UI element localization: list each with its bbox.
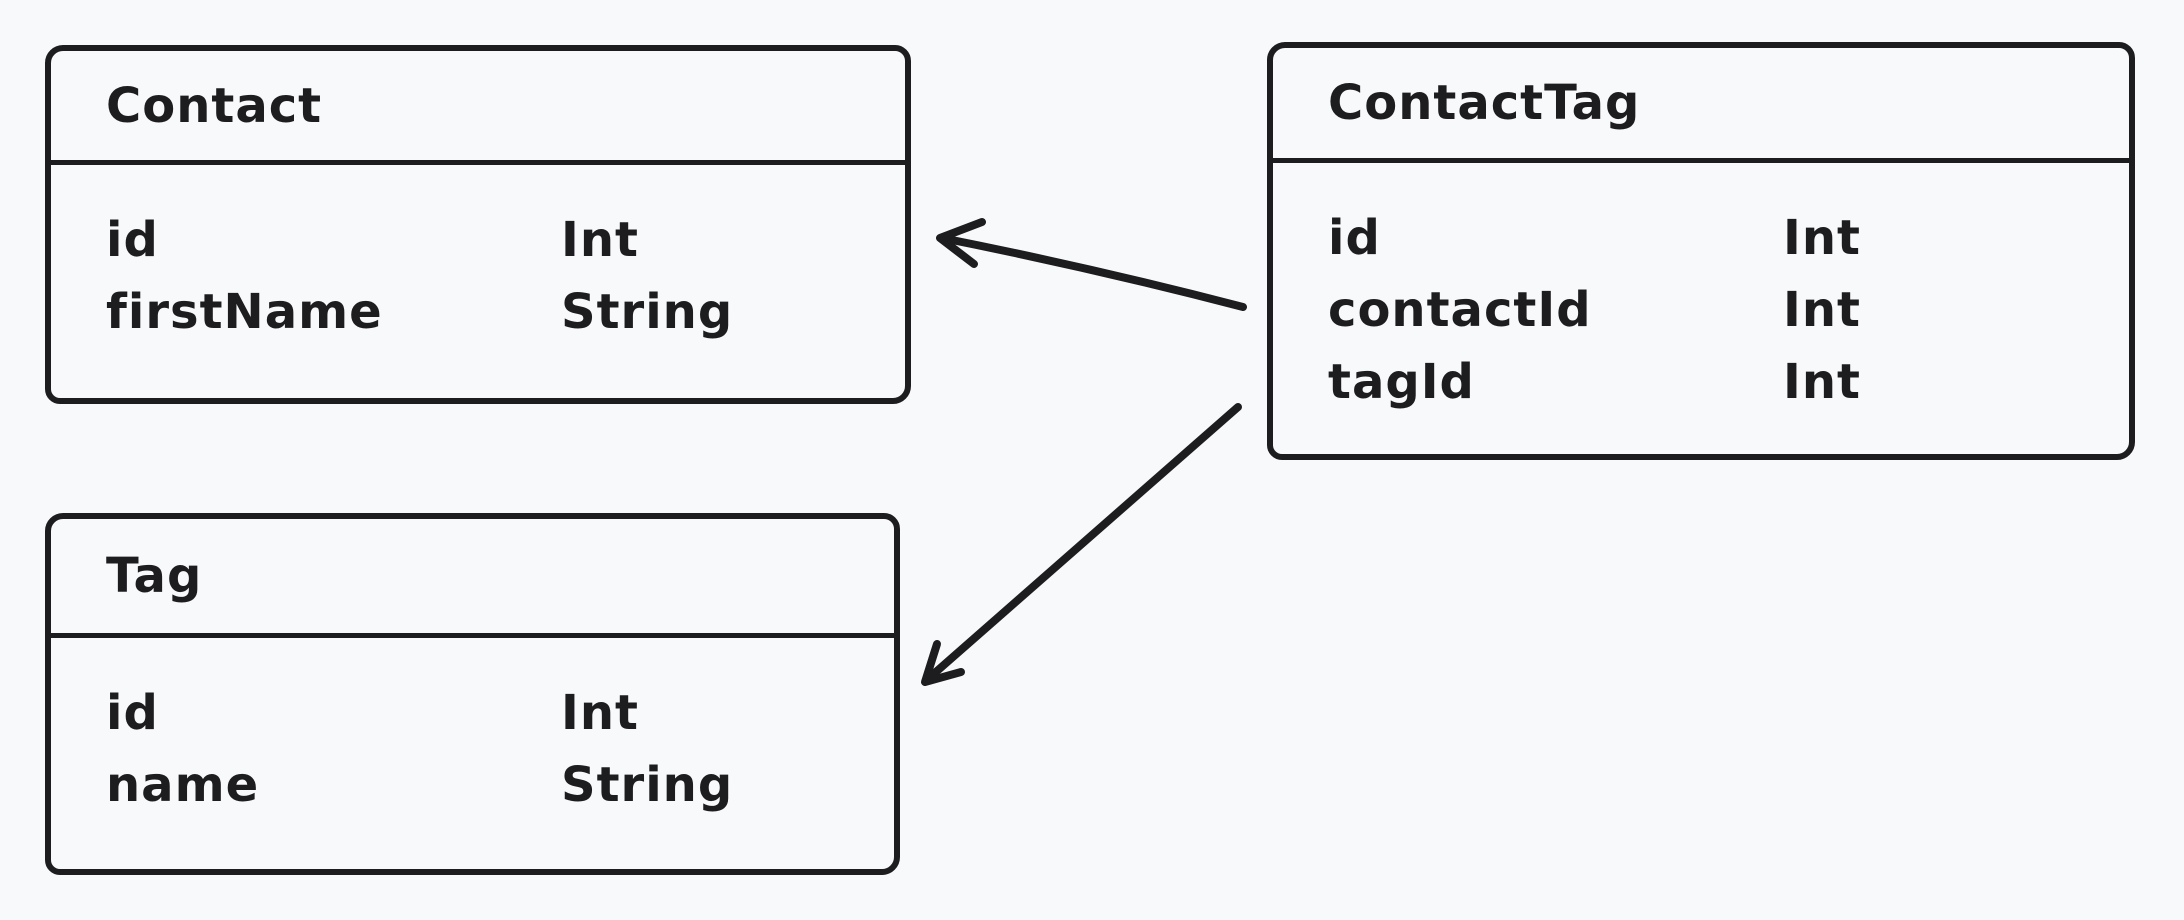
entity-contacttag-fields: id Int contactId Int tagId Int xyxy=(1273,163,2129,418)
field-row: name String xyxy=(106,749,894,821)
field-row: firstName String xyxy=(106,276,905,348)
field-row: id Int xyxy=(1328,202,2129,274)
field-name: id xyxy=(1328,210,1381,266)
field-type: Int xyxy=(1783,354,1861,410)
field-row: id Int xyxy=(106,677,894,749)
field-name: contactId xyxy=(1328,282,1592,338)
entity-title: ContactTag xyxy=(1328,75,1641,131)
entity-contact-fields: id Int firstName String xyxy=(51,165,905,348)
field-type: Int xyxy=(1783,210,1861,266)
field-type: String xyxy=(561,757,734,813)
field-row: contactId Int xyxy=(1328,274,2129,346)
entity-contacttag[interactable]: ContactTag id Int contactId Int tagId In… xyxy=(1267,42,2135,460)
field-name: tagId xyxy=(1328,354,1475,410)
entity-contact[interactable]: Contact id Int firstName String xyxy=(45,45,911,404)
entity-contact-header: Contact xyxy=(51,51,905,165)
entity-contacttag-header: ContactTag xyxy=(1273,48,2129,163)
field-type: Int xyxy=(561,685,639,741)
arrow-contacttag-to-tag[interactable] xyxy=(921,403,1242,686)
field-name: id xyxy=(106,212,159,268)
field-type: Int xyxy=(561,212,639,268)
field-name: id xyxy=(106,685,159,741)
arrow-contacttag-to-contact[interactable] xyxy=(936,218,1247,311)
entity-tag-header: Tag xyxy=(51,519,894,638)
field-name: name xyxy=(106,757,260,813)
entity-tag-fields: id Int name String xyxy=(51,638,894,821)
field-name: firstName xyxy=(106,284,383,340)
entity-title: Contact xyxy=(106,77,323,134)
entity-tag[interactable]: Tag id Int name String xyxy=(45,513,900,875)
entity-title: Tag xyxy=(106,548,203,604)
field-row: id Int xyxy=(106,204,905,276)
field-type: String xyxy=(561,284,734,340)
field-row: tagId Int xyxy=(1328,346,2129,418)
field-type: Int xyxy=(1783,282,1861,338)
